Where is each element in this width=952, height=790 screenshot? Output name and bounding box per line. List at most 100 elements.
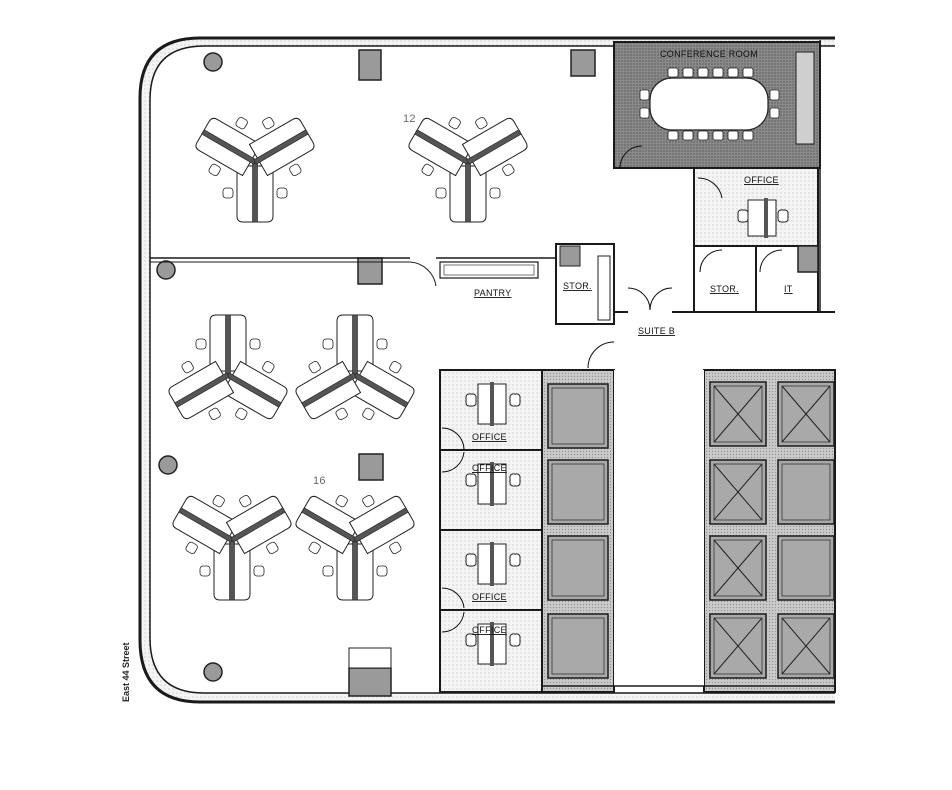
core-room <box>547 535 609 601</box>
chair <box>489 187 501 199</box>
chair <box>697 130 709 141</box>
office-4-label: OFFICE <box>472 625 507 635</box>
chair <box>639 107 650 119</box>
chair <box>376 338 388 350</box>
workstation-pod <box>408 116 528 223</box>
elevator-shaft <box>709 613 767 679</box>
office-1-label: OFFICE <box>472 432 507 442</box>
private-offices: OFFICE OFFICE OFFICE OFFICE <box>439 369 543 693</box>
workstation-count-lower: 16 <box>313 475 326 487</box>
chair <box>208 407 221 421</box>
chair <box>308 360 321 374</box>
chair <box>639 89 650 101</box>
chair <box>389 360 402 374</box>
column-square <box>348 667 392 697</box>
elevator-shaft <box>777 381 835 447</box>
chair <box>712 130 724 141</box>
chair <box>199 565 211 577</box>
column-square <box>570 49 596 77</box>
chair <box>181 360 194 374</box>
column-square <box>358 49 382 81</box>
office-desk <box>465 462 521 506</box>
chair <box>362 494 375 508</box>
chair <box>222 187 234 199</box>
chair <box>727 67 739 78</box>
pantry: PANTRY <box>439 261 539 298</box>
chair <box>742 130 754 141</box>
workstation-count-upper: 12 <box>403 113 416 125</box>
conference-room: CONFERENCE ROOM <box>613 41 821 169</box>
core-room <box>547 383 609 449</box>
chair <box>262 116 275 130</box>
elevator-shaft <box>709 535 767 601</box>
column-round <box>203 52 223 72</box>
workstation-pod <box>172 494 292 601</box>
chair <box>235 407 248 421</box>
chair <box>185 541 198 555</box>
chair <box>667 130 679 141</box>
office-desk <box>465 622 521 666</box>
chair <box>712 67 724 78</box>
chair <box>667 67 679 78</box>
workstation-clusters <box>168 116 528 601</box>
stor-1-label: STOR. <box>563 281 592 291</box>
office-desk <box>465 542 521 586</box>
workstation-pod <box>168 314 288 421</box>
chair <box>249 338 261 350</box>
elevator-shaft <box>709 459 767 525</box>
workstation-pod <box>295 314 415 421</box>
chair <box>212 494 225 508</box>
chair <box>502 163 515 177</box>
chair <box>335 407 348 421</box>
column-round <box>158 455 178 475</box>
workstation-pod <box>295 494 415 601</box>
chair <box>362 407 375 421</box>
office-2-label: OFFICE <box>472 463 507 473</box>
building-core <box>541 369 836 693</box>
chair <box>742 67 754 78</box>
chair <box>239 494 252 508</box>
chair <box>266 541 279 555</box>
core-room <box>777 459 835 525</box>
elevator-shaft <box>777 613 835 679</box>
core-room <box>547 459 609 525</box>
chair <box>697 67 709 78</box>
office-desk <box>465 382 521 426</box>
elevator-shaft <box>709 381 767 447</box>
core-room <box>777 535 835 601</box>
office-3-label: OFFICE <box>472 592 507 602</box>
suite-label: SUITE B <box>638 326 675 336</box>
office-ne-label: OFFICE <box>744 175 779 185</box>
chair <box>195 338 207 350</box>
pantry-label: PANTRY <box>474 288 511 298</box>
chair <box>322 338 334 350</box>
stor-room: STOR. <box>555 243 615 325</box>
chair <box>448 116 461 130</box>
chair <box>769 89 780 101</box>
chair <box>475 116 488 130</box>
chair <box>235 116 248 130</box>
column-round <box>156 260 176 280</box>
partition-wall <box>150 257 556 287</box>
chair <box>289 163 302 177</box>
chair <box>435 187 447 199</box>
chair <box>335 494 348 508</box>
stor-2-label: STOR. <box>710 284 739 294</box>
east-wall <box>818 40 835 313</box>
chair <box>376 565 388 577</box>
chair <box>421 163 434 177</box>
street-label: East 44 Street <box>121 642 131 702</box>
suite-entry: SUITE B <box>587 287 694 369</box>
chair <box>682 130 694 141</box>
it-label: IT <box>784 284 793 294</box>
conference-room-label: CONFERENCE ROOM <box>660 49 758 59</box>
chair <box>308 541 321 555</box>
chair <box>682 67 694 78</box>
workstation-pod <box>195 116 315 223</box>
stor-it-rooms: STOR. IT <box>693 245 819 313</box>
chair <box>262 360 275 374</box>
chair <box>389 541 402 555</box>
column-square <box>358 453 384 481</box>
conference-chairs <box>639 67 780 141</box>
